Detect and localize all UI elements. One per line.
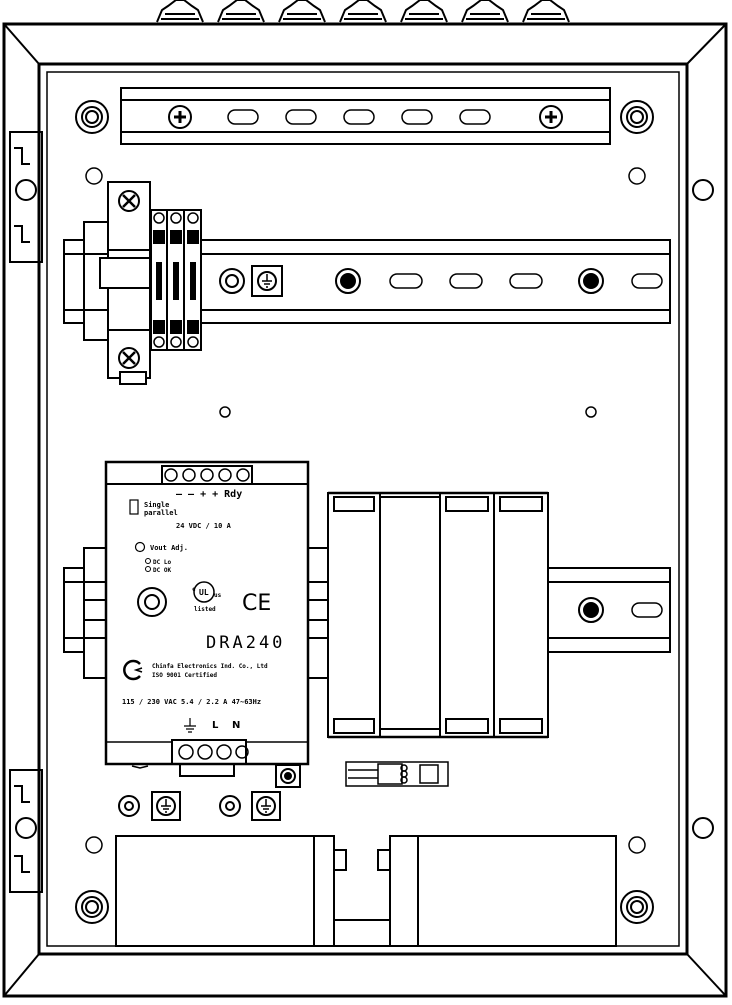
ground-terminal [251, 265, 283, 297]
side-hole [692, 817, 714, 839]
relay-module-1 [327, 492, 381, 738]
hinge-top [9, 131, 43, 263]
corner-bolt-top-right [620, 100, 654, 134]
ps-output-rating: 24 VDC / 10 A [176, 522, 232, 530]
adjust-knob [137, 587, 167, 617]
bottom-duct-right [377, 835, 617, 947]
cable-gland [339, 0, 387, 23]
ps-ul-mark: UL [199, 588, 209, 597]
cable-gland [522, 0, 570, 23]
ground-stud-pair-left [118, 791, 181, 821]
ground-screw [275, 764, 301, 788]
relay-module-4 [493, 492, 549, 738]
screw-icon [539, 105, 563, 129]
corner-bolt-bottom-right [620, 890, 654, 924]
ps-ul-us: us [214, 592, 222, 599]
mounting-plate [37, 62, 689, 956]
enclosure-outer-frame [2, 22, 728, 998]
ps-ul-c: c [192, 586, 196, 593]
ps-model-name: DRA240 [206, 633, 285, 653]
rail-nut [335, 268, 361, 294]
chinfa-logo [123, 659, 143, 681]
top-cable-duct [120, 87, 611, 145]
corner-bolt-top-left [75, 100, 109, 134]
ground-stud-pair-right [219, 791, 281, 821]
rail-nut [578, 597, 604, 623]
ps-mode-line2: parallel [144, 509, 178, 517]
screw-icon [168, 105, 192, 129]
rail-nut [578, 268, 604, 294]
cable-gland [217, 0, 265, 23]
screw-icon [118, 190, 140, 212]
ps-dc-lo: DC Lo [153, 559, 171, 566]
relay-module-3 [439, 492, 495, 738]
ground-symbol-icon [184, 718, 196, 733]
corner-bolt-bottom-left [75, 890, 109, 924]
hinge-bottom [9, 769, 43, 893]
terminal-block-strip [150, 209, 202, 351]
ps-manufacturer-line2: ISO 9001 Certified [152, 672, 217, 679]
cable-gland [156, 0, 204, 23]
ps-terminal-n: N [232, 720, 240, 731]
cable-gland [400, 0, 448, 23]
ps-ce-mark: CE [242, 591, 271, 616]
ps-dc-ok: DC OK [153, 567, 171, 574]
ps-manufacturer-line1: Chinfa Electronics Ind. Co., Ltd [152, 663, 268, 670]
circuit-breaker [83, 181, 151, 385]
cable-gland [278, 0, 326, 23]
screw-icon [118, 347, 140, 369]
ps-vout-adj: Vout Adj. [150, 544, 188, 552]
power-supply-dra240: – – + + Rdy Single parallel 24 VDC / 10 … [104, 460, 310, 777]
side-hole [692, 179, 714, 201]
rail-nut [219, 268, 245, 294]
ul-listed-logo [193, 581, 215, 603]
ps-terminal-l: L [212, 720, 219, 731]
relay-module-2 [379, 496, 441, 730]
cable-gland [461, 0, 509, 23]
mounting-holes [85, 167, 646, 854]
ps-ul-listed: listed [194, 606, 216, 613]
connector-bridge [345, 761, 449, 787]
ps-mode-line1: Single [144, 501, 169, 509]
ps-input-rating: 115 / 230 VAC 5.4 / 2.2 A 47~63Hz [122, 698, 261, 706]
ps-top-terminal-labels: – – + + Rdy [176, 489, 242, 500]
cable-glands [156, 0, 570, 23]
bottom-duct-left [115, 835, 391, 947]
